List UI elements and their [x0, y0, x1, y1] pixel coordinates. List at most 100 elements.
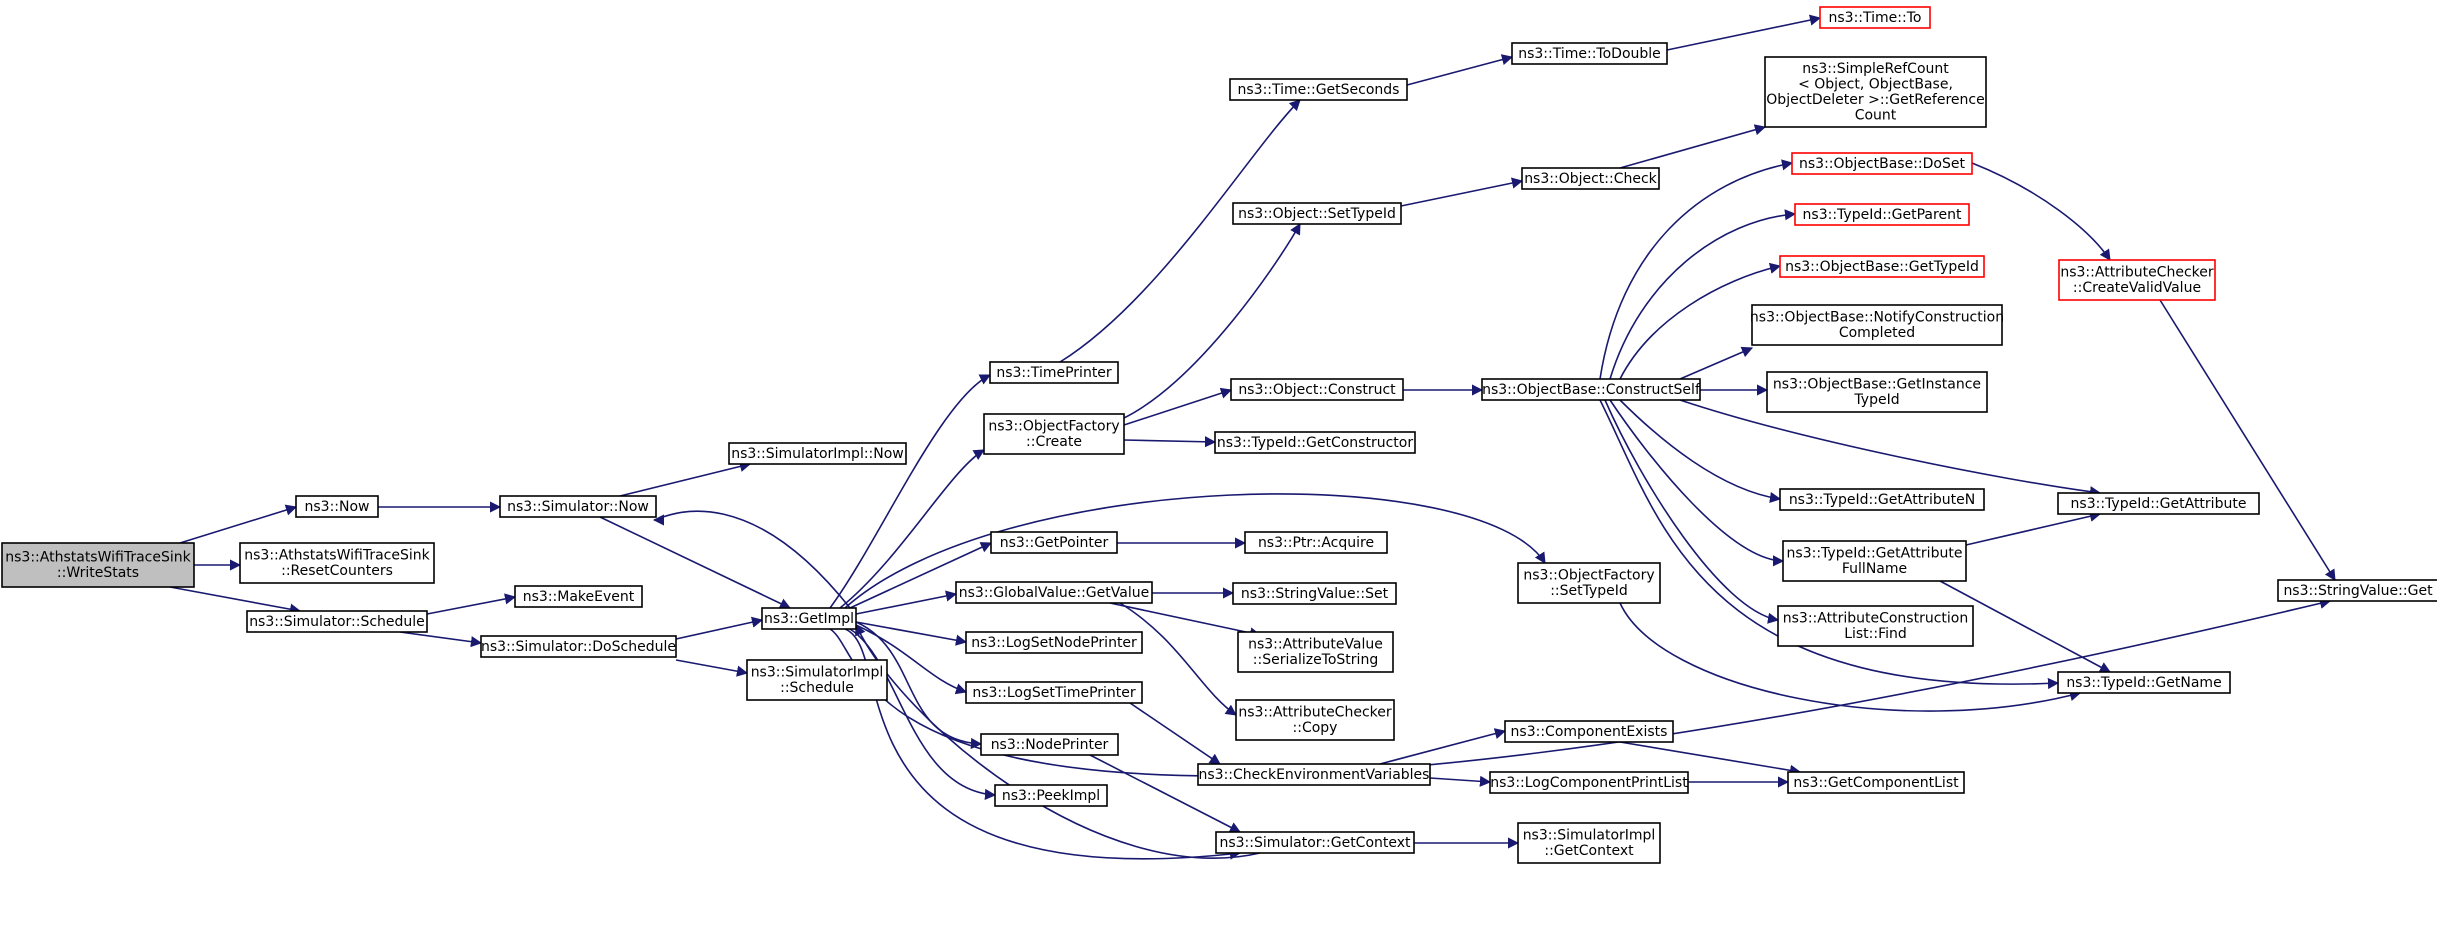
node-box — [1787, 771, 1965, 794]
edge-ob_constructself-to-typeid_getattributen — [1619, 399, 1782, 504]
node-logcomponentprintlist[interactable]: ns3::LogComponentPrintList — [1489, 771, 1689, 794]
node-ob_constructself[interactable]: ns3::ObjectBase::ConstructSelf — [1481, 378, 1701, 401]
node-stringvalue_set[interactable]: ns3::StringValue::Set — [1232, 582, 1397, 605]
node-typeid_getattributen[interactable]: ns3::TypeId::GetAttributeN — [1779, 488, 1985, 511]
node-checkenvvars[interactable]: ns3::CheckEnvironmentVariables — [1197, 763, 1431, 786]
node-attrvalue_serialize[interactable]: ns3::AttributeValue::SerializeToString — [1237, 631, 1394, 673]
node-simimpl_schedule[interactable]: ns3::SimulatorImpl::Schedule — [746, 659, 888, 701]
node-label: Count — [1855, 108, 1897, 124]
node-resetcounters[interactable]: ns3::AthstatsWifiTraceSink::ResetCounter… — [239, 542, 435, 584]
node-getimpl[interactable]: ns3::GetImpl — [761, 607, 857, 630]
node-box — [1779, 255, 1985, 278]
node-sim_getcontext[interactable]: ns3::Simulator::GetContext — [1215, 831, 1415, 854]
node-label: ns3::GlobalValue::GetValue — [959, 585, 1149, 601]
edge-obj_settypeid-to-obj_check — [1400, 177, 1524, 207]
node-box — [295, 495, 379, 518]
node-typeid_getparent[interactable]: ns3::TypeId::GetParent — [1794, 203, 1970, 226]
node-componentexists[interactable]: ns3::ComponentExists — [1504, 720, 1674, 743]
node-typeid_getattribute[interactable]: ns3::TypeId::GetAttribute — [2057, 492, 2260, 515]
node-ob_doset[interactable]: ns3::ObjectBase::DoSet — [1791, 152, 1973, 175]
node-label: ns3::TypeId::GetAttributeN — [1789, 492, 1975, 508]
node-doschedule[interactable]: ns3::Simulator::DoSchedule — [480, 635, 677, 658]
node-nodeprinter[interactable]: ns3::NodePrinter — [980, 733, 1119, 756]
node-label: ns3::TypeId::GetName — [2066, 675, 2221, 691]
node-obj_construct[interactable]: ns3::Object::Construct — [1230, 378, 1404, 401]
node-logsetnodeprinter[interactable]: ns3::LogSetNodePrinter — [965, 631, 1143, 654]
node-box — [1766, 371, 1988, 413]
node-box — [1779, 488, 1985, 511]
node-label: ns3::AttributeChecker — [2060, 265, 2214, 281]
node-label: ns3::SimulatorImpl::Now — [731, 446, 904, 462]
node-peekimpl[interactable]: ns3::PeekImpl — [994, 784, 1108, 807]
node-box — [761, 607, 857, 630]
node-label: FullName — [1842, 561, 1907, 577]
node-box — [2057, 671, 2231, 694]
node-box — [1229, 78, 1408, 101]
node-label: ns3::Object::Construct — [1238, 382, 1396, 398]
node-label: ns3::Object::Check — [1524, 171, 1657, 187]
node-logsettimeprinter[interactable]: ns3::LogSetTimePrinter — [965, 681, 1143, 704]
node-of_settypeid[interactable]: ns3::ObjectFactory::SetTypeId — [1517, 562, 1661, 604]
node-label: ns3::AthstatsWifiTraceSink — [5, 550, 191, 566]
node-label: ns3::LogSetNodePrinter — [971, 635, 1137, 651]
node-getpointer[interactable]: ns3::GetPointer — [990, 531, 1118, 554]
node-box — [1504, 720, 1674, 743]
node-box — [1235, 699, 1395, 741]
node-obj_check[interactable]: ns3::Object::Check — [1521, 167, 1660, 190]
node-stringvalue_get[interactable]: ns3::StringValue::Get — [2277, 579, 2437, 602]
node-label: ns3::LogSetTimePrinter — [972, 685, 1136, 701]
edge-root-to-sim_schedule — [169, 586, 302, 615]
node-simimpl_getcontext[interactable]: ns3::SimulatorImpl::GetContext — [1517, 822, 1661, 864]
edge-getimpl-to-nodeprinter — [855, 621, 983, 750]
node-of_create[interactable]: ns3::ObjectFactory::Create — [983, 413, 1125, 455]
node-makeevent[interactable]: ns3::MakeEvent — [514, 585, 643, 608]
node-attrchecker_createvalidvalue[interactable]: ns3::AttributeChecker::CreateValidValue — [2058, 259, 2216, 301]
node-box — [1197, 763, 1431, 786]
edge-root-to-now — [179, 504, 298, 544]
node-label: ns3::StringValue::Get — [2283, 583, 2433, 599]
edge-gv_getvalue-to-attrchecker_copy — [1119, 602, 1237, 716]
node-box — [246, 610, 428, 633]
node-label: ns3::GetPointer — [1000, 535, 1109, 551]
node-box — [1782, 540, 1967, 582]
node-box — [994, 784, 1108, 807]
node-typeid_getname[interactable]: ns3::TypeId::GetName — [2057, 671, 2231, 694]
node-sim_schedule[interactable]: ns3::Simulator::Schedule — [246, 610, 428, 633]
node-time_todouble[interactable]: ns3::Time::ToDouble — [1511, 42, 1668, 65]
edge-typeid_getattributefullname-to-typeid_getattribute — [1965, 510, 2102, 546]
node-label: ns3::MakeEvent — [523, 589, 635, 605]
node-timeprinter[interactable]: ns3::TimePrinter — [989, 361, 1119, 384]
node-root[interactable]: ns3::AthstatsWifiTraceSink::WriteStats — [1, 542, 195, 588]
node-time_getseconds[interactable]: ns3::Time::GetSeconds — [1229, 78, 1408, 101]
node-attrchecker_copy[interactable]: ns3::AttributeChecker::Copy — [1235, 699, 1395, 741]
node-ob_gettypeid[interactable]: ns3::ObjectBase::GetTypeId — [1779, 255, 1985, 278]
node-obj_settypeid[interactable]: ns3::Object::SetTypeId — [1232, 202, 1402, 225]
node-ptr_acquire[interactable]: ns3::Ptr::Acquire — [1244, 531, 1388, 554]
node-now[interactable]: ns3::Now — [295, 495, 379, 518]
edge-getimpl-to-timeprinter — [829, 374, 992, 609]
node-getcomponentlist[interactable]: ns3::GetComponentList — [1787, 771, 1965, 794]
node-box — [1230, 378, 1404, 401]
edge-getimpl-to-of_settypeid — [844, 493, 1546, 609]
node-simplerefcount[interactable]: ns3::SimpleRefCount< Object, ObjectBase,… — [1764, 56, 1987, 128]
node-box — [1777, 605, 1974, 647]
node-sim_now[interactable]: ns3::Simulator::Now — [499, 495, 657, 518]
node-label: Completed — [1839, 325, 1915, 341]
node-typeid_getconstructor[interactable]: ns3::TypeId::GetConstructor — [1214, 431, 1416, 454]
node-gv_getvalue[interactable]: ns3::GlobalValue::GetValue — [955, 581, 1153, 604]
node-box — [514, 585, 643, 608]
node-label: ns3::AthstatsWifiTraceSink — [244, 548, 430, 564]
edge-time_getseconds-to-time_todouble — [1406, 54, 1514, 86]
node-ob_notifyconstruction[interactable]: ns3::ObjectBase::NotifyConstructionCompl… — [1750, 304, 2004, 346]
edge-attrchecker_createvalidvalue-to-stringvalue_get — [2159, 299, 2336, 581]
edge-timeprinter-to-time_getseconds — [1059, 99, 1301, 363]
node-simimpl_now[interactable]: ns3::SimulatorImpl::Now — [728, 442, 907, 465]
edge-ob_constructself-to-typeid_getname — [1599, 399, 2060, 690]
node-time_to[interactable]: ns3::Time::To — [1819, 6, 1931, 29]
node-label: ns3::Time::GetSeconds — [1238, 82, 1400, 98]
